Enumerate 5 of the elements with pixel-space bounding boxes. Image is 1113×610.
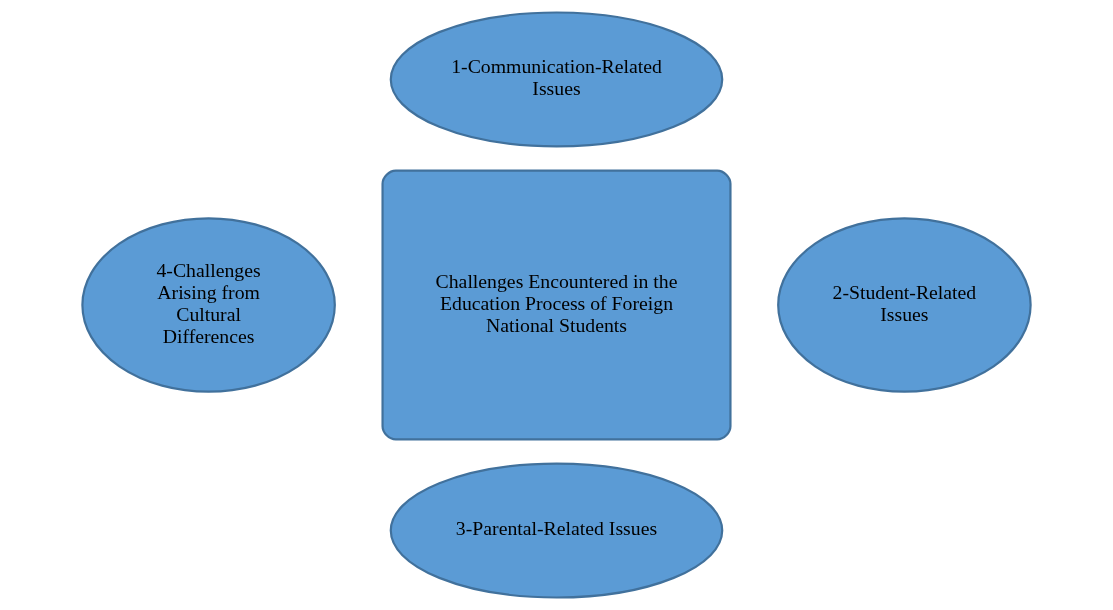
node-ellipse: 2-Student-Related Issues <box>777 217 1032 393</box>
node-ellipse: 1-Communication-Related Issues <box>389 11 724 148</box>
node-box: Challenges Encountered in the Education Process of Foreign National Students <box>381 169 732 441</box>
node-ellipse: 4-Challenges Arising from Cultural Differences <box>81 217 336 393</box>
node-ellipse: 3-Parental-Related Issues <box>389 462 724 599</box>
